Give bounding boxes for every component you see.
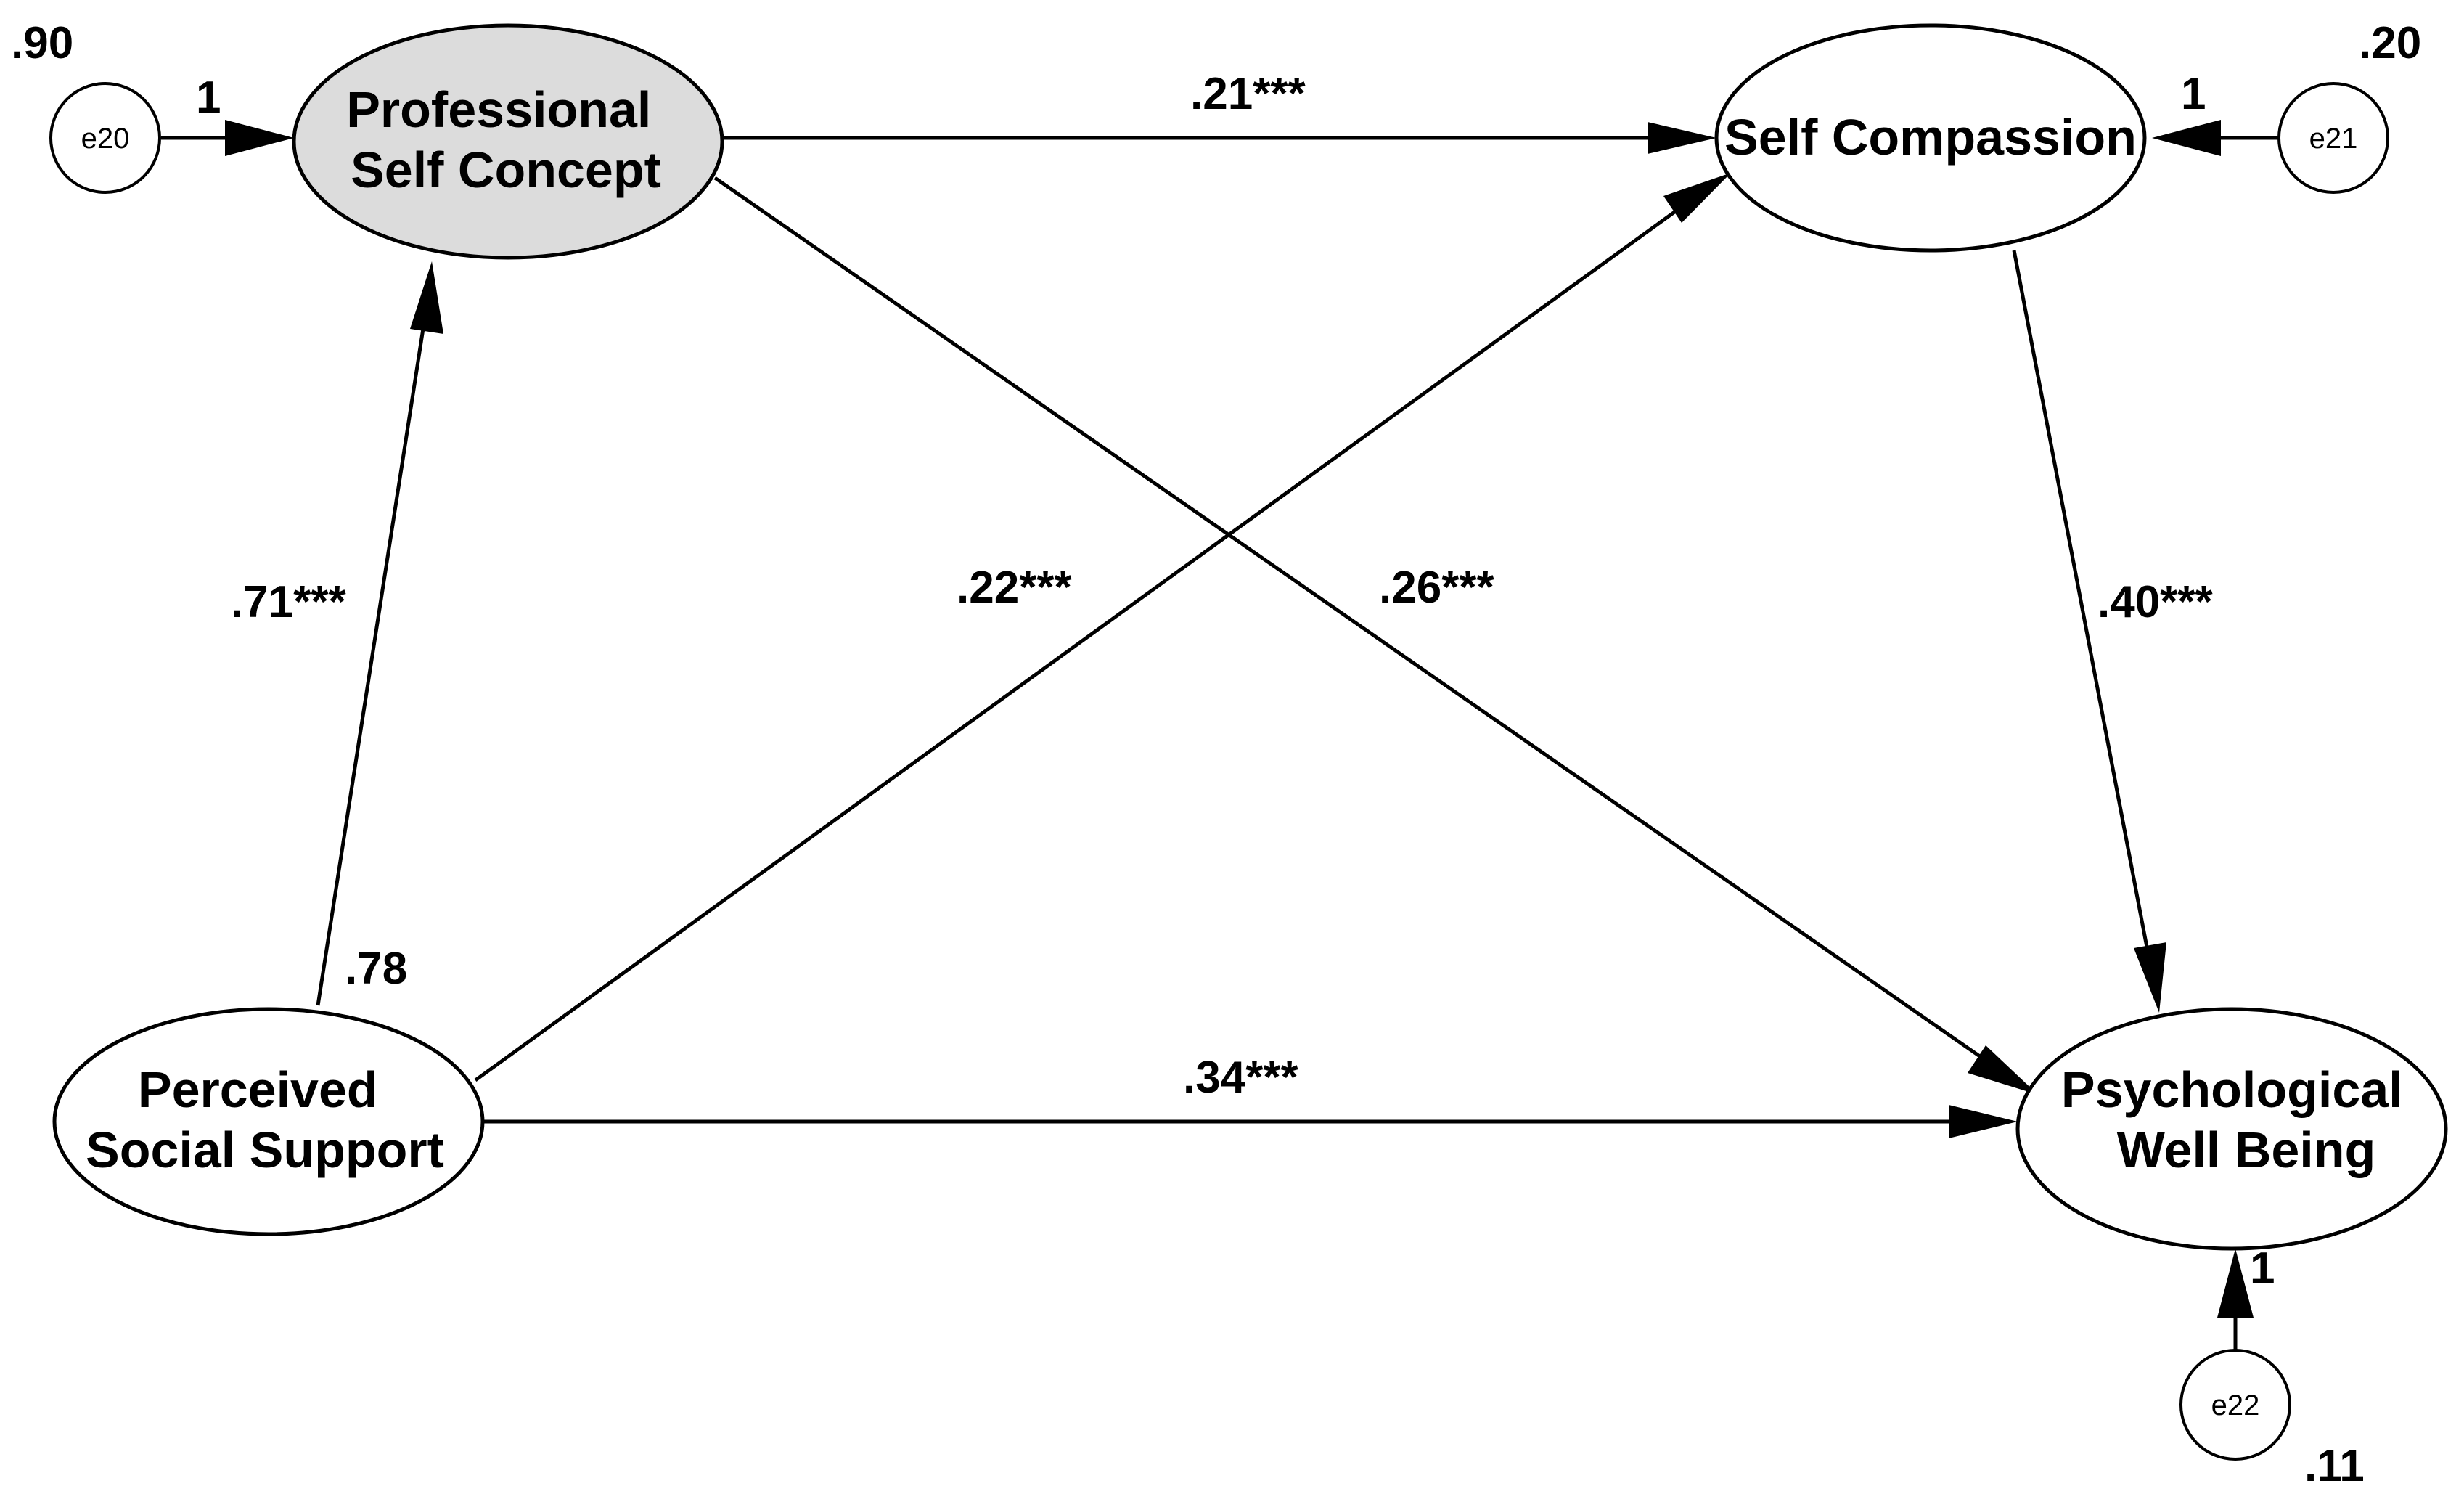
svg-text:Psychological Well Being: Psychological Well Being [2061, 1061, 2417, 1178]
weight-e20: 1 [196, 73, 221, 123]
coef-pss-to-pwb: .34*** [1183, 1053, 1298, 1103]
arrowhead-e21-to-sc [2152, 120, 2221, 156]
svg-text:Perceived Social Support: Perceived Social Support [86, 1061, 444, 1178]
arrowheads [225, 120, 2254, 1318]
variance-e21: .20 [2359, 18, 2421, 68]
node-self-compassion: Self Compassion [1714, 23, 2147, 253]
variance-perceived-social-support: .78 [345, 944, 407, 994]
coef-pss-to-sc: .22*** [957, 563, 1072, 613]
arrowhead-pss-to-psc [410, 261, 443, 334]
ellipse-professional-self-concept [292, 23, 724, 260]
arrow-pss-to-sc [474, 208, 1678, 1082]
arrowhead-e20-to-psc [225, 120, 294, 156]
arrowhead-psc-to-sc [1648, 122, 1716, 154]
error-circle-e21 [2277, 82, 2389, 194]
arrowhead-sc-to-pwb [2134, 942, 2166, 1013]
node-label-line: Self Concept [351, 142, 661, 198]
arrowhead-psc-to-pwb [1968, 1045, 2038, 1095]
node-label-line: Social Support [86, 1122, 444, 1178]
error-label-e21: e21 [2309, 123, 2358, 155]
svg-text:Professional Self Concep: Professional Self Concept [346, 81, 666, 198]
arrow-sc-to-pwb [2012, 250, 2150, 955]
ellipse-self-compassion [1714, 23, 2147, 253]
arrowhead-e22-to-pwb [2217, 1249, 2254, 1318]
node-label-line: Psychological [2061, 1061, 2403, 1118]
arrow-psc-to-pwb [713, 176, 1986, 1062]
ellipse-perceived-social-support [52, 1007, 485, 1236]
error-e21: e21 [2277, 82, 2389, 194]
variance-e22: .11 [2304, 1441, 2365, 1491]
weight-e21: 1 [2181, 69, 2206, 119]
node-label-line: Perceived [138, 1061, 378, 1118]
path-arrows [161, 136, 2279, 1350]
node-psychological-well-being: Psychological Well Being [2015, 1007, 2448, 1251]
arrow-pss-to-psc [316, 319, 427, 1006]
error-e22: e22 [2179, 1349, 2291, 1461]
coef-psc-to-pwb: .26*** [1379, 563, 1494, 613]
arrowhead-pss-to-sc [1663, 173, 1731, 223]
error-circle-e22 [2179, 1349, 2291, 1461]
arrowhead-pss-to-pwb [1949, 1105, 2018, 1138]
node-label-line: Well Being [2117, 1122, 2376, 1178]
error-label-e20: e20 [81, 123, 130, 155]
node-perceived-social-support: Perceived Social Support [52, 1007, 485, 1236]
weight-e22: 1 [2250, 1244, 2275, 1294]
error-circle-e20 [49, 82, 161, 194]
ellipse-psychological-well-being [2015, 1007, 2448, 1251]
node-professional-self-concept: Professional Self Concept [292, 23, 724, 260]
variance-e20: .90 [11, 18, 73, 68]
error-e20: e20 [49, 82, 161, 194]
node-label-line: Self Compassion [1724, 109, 2137, 166]
node-label-line: Professional [346, 81, 651, 138]
svg-text:Self Compassion: Self Compassion [1724, 109, 2137, 166]
error-label-e22: e22 [2211, 1389, 2260, 1421]
coef-sc-to-pwb: .40*** [2097, 577, 2213, 627]
coef-psc-to-sc: .21*** [1190, 69, 1306, 119]
coef-pss-to-psc: .71*** [231, 577, 346, 627]
